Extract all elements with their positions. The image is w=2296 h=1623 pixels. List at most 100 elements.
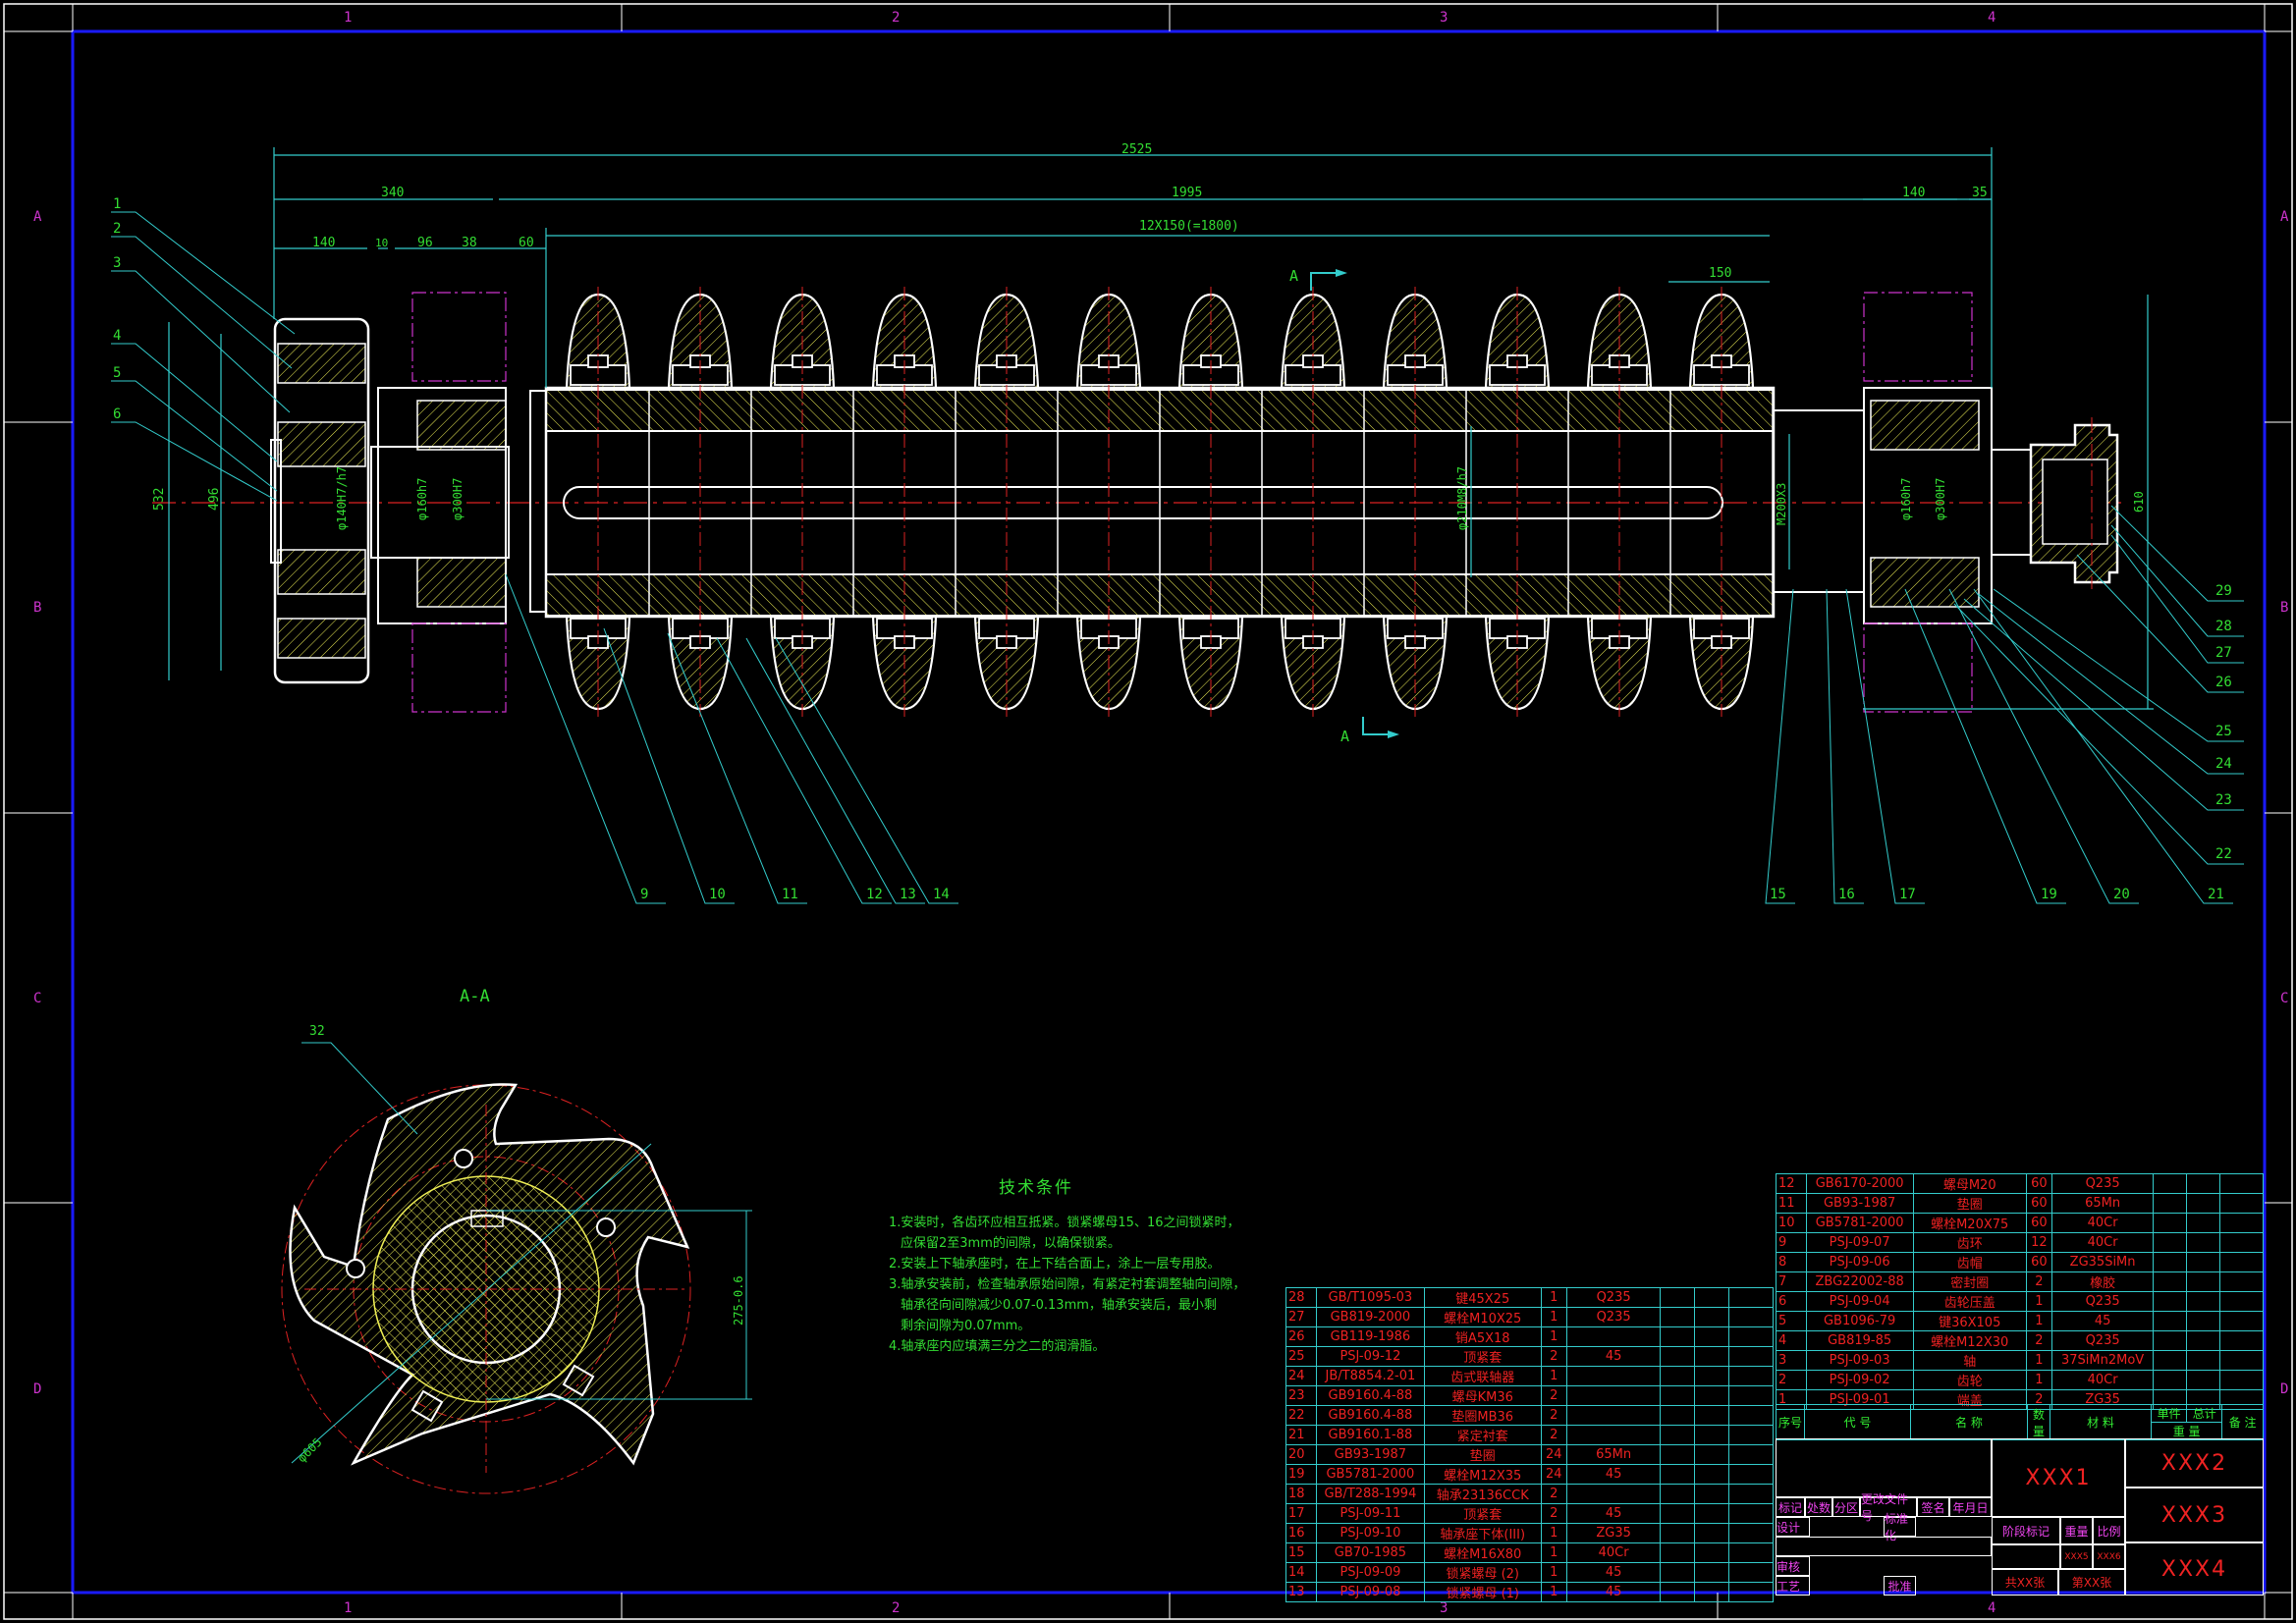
part-empty-cell <box>1728 1582 1774 1602</box>
hdr-weight: 重 量 <box>2150 1422 2223 1440</box>
part-name: 螺栓M10X25 <box>1423 1307 1542 1327</box>
hdr-no: 序号 <box>1776 1404 1805 1440</box>
zone-column-label: 1 <box>344 1600 352 1616</box>
part-name: 垫圈MB36 <box>1423 1405 1542 1426</box>
part-material: 65Mn <box>2050 1193 2155 1214</box>
dim-right-35: 35 <box>1972 186 1988 200</box>
part-empty-cell <box>2186 1311 2221 1331</box>
balloon-label: 27 <box>2215 645 2232 661</box>
technical-conditions-title: 技术条件 <box>999 1178 1073 1198</box>
tb-mark: 标记 <box>1776 1497 1805 1517</box>
balloon-label: 28 <box>2215 619 2232 634</box>
zone-row-label: D <box>2280 1381 2288 1397</box>
tooth-ring <box>1586 287 1671 717</box>
zone-row-label: B <box>33 600 41 616</box>
part-material: 45 <box>1565 1464 1662 1485</box>
left-shoulder <box>529 390 547 613</box>
dim-coupling-height: 610 <box>2132 491 2146 513</box>
part-code: GB5781-2000 <box>1316 1464 1425 1485</box>
tb-drawing-name: XXX1 <box>1992 1438 2125 1517</box>
part-material: 45 <box>1565 1562 1662 1583</box>
left-bearing-top <box>416 400 507 451</box>
tb-process: 工艺 <box>1776 1576 1810 1596</box>
tooth-ring <box>1280 287 1365 717</box>
balloon-label: 22 <box>2215 846 2232 862</box>
part-empty-cell <box>1660 1385 1696 1406</box>
section-marker-bottom: A <box>1340 717 1399 745</box>
dim-left-seg-4: 60 <box>519 236 534 250</box>
leader-line <box>775 637 958 904</box>
right-pedestal-phantom-top <box>1863 292 1973 382</box>
part-qty: 60 <box>2025 1193 2052 1214</box>
part-qty: 24 <box>1540 1464 1567 1485</box>
part-empty-cell <box>1660 1405 1696 1426</box>
part-empty-cell <box>1694 1542 1730 1563</box>
part-code: PSJ-09-12 <box>1316 1346 1425 1367</box>
balloon-leaders <box>111 211 2244 904</box>
dim-fit-bearing-inner-right: φ160h7 <box>1899 478 1913 520</box>
leader-line <box>111 421 278 502</box>
zone-column-label: 3 <box>1440 1600 1448 1616</box>
part-empty-cell <box>1728 1307 1774 1327</box>
part-empty-cell <box>1728 1366 1774 1386</box>
outer-border <box>3 3 2293 1620</box>
dim-section-diameter: φ605 <box>295 1435 324 1465</box>
part-material: 40Cr <box>2050 1232 2155 1253</box>
part-name: 螺母KM36 <box>1423 1385 1542 1406</box>
part-qty: 1 <box>2025 1350 2052 1371</box>
part-empty-cell <box>1728 1464 1774 1485</box>
balloon-32-leader <box>301 1042 418 1135</box>
part-empty-cell <box>1660 1346 1696 1367</box>
leader-line <box>1978 593 2244 775</box>
part-qty: 1 <box>2025 1311 2052 1331</box>
part-code: GB70-1985 <box>1316 1542 1425 1563</box>
part-material: 65Mn <box>1565 1444 1662 1465</box>
balloon-label: 10 <box>709 887 726 902</box>
part-qty: 1 <box>2025 1370 2052 1390</box>
tb-standard: 标准化 <box>1884 1512 1916 1542</box>
parts-list-header: 序号 代 号 名 称 数量 材 料 单件 总计 备 注 重 量 <box>1776 1404 2264 1440</box>
right-bearing-top <box>1870 400 1980 451</box>
dim-fit-shaft: φ210M8/h7 <box>1455 466 1469 530</box>
leader-line <box>1904 588 2066 904</box>
part-code: JB/T8854.2-01 <box>1316 1366 1425 1386</box>
right-pedestal-phantom-bottom <box>1863 622 1973 713</box>
dim-left-end: 340 <box>381 186 404 200</box>
part-name: 齿环 <box>1912 1232 2027 1253</box>
dimension-lines <box>168 147 2154 710</box>
part-empty-cell <box>1694 1503 1730 1524</box>
tb-drawing-number: XXX3 <box>2125 1488 2264 1542</box>
part-name: 齿帽 <box>1912 1252 2027 1272</box>
right-bearing-bottom <box>1870 557 1980 608</box>
part-empty-cell <box>1728 1405 1774 1426</box>
balloon-label: 1 <box>113 196 121 212</box>
dim-body-length: 1995 <box>1172 186 1202 200</box>
tooth-ring <box>565 287 650 717</box>
part-empty-cell <box>1728 1523 1774 1543</box>
dim-left-seg-1: 10 <box>375 237 388 249</box>
tc-line: 4.轴承座内应填满三分之二的润滑脂。 <box>889 1339 1106 1354</box>
tb-organization: XXX2 <box>2125 1438 2264 1488</box>
leader-line <box>505 573 666 904</box>
leader-line <box>667 632 807 904</box>
part-qty: 1 <box>1540 1307 1567 1327</box>
part-qty: 60 <box>2025 1213 2052 1233</box>
tb-date: 年月日 <box>1949 1497 1992 1517</box>
leader-line <box>2110 524 2244 637</box>
hdr-unit: 单件 <box>2150 1404 2188 1423</box>
part-empty-cell <box>1694 1385 1730 1406</box>
part-material: Q235 <box>1565 1307 1662 1327</box>
part-material: Q235 <box>2050 1173 2155 1194</box>
part-empty-cell <box>1660 1326 1696 1347</box>
tooth-ring <box>1688 287 1774 717</box>
part-empty-cell <box>1660 1366 1696 1386</box>
nut <box>562 1364 595 1397</box>
part-empty-cell <box>1694 1582 1730 1602</box>
